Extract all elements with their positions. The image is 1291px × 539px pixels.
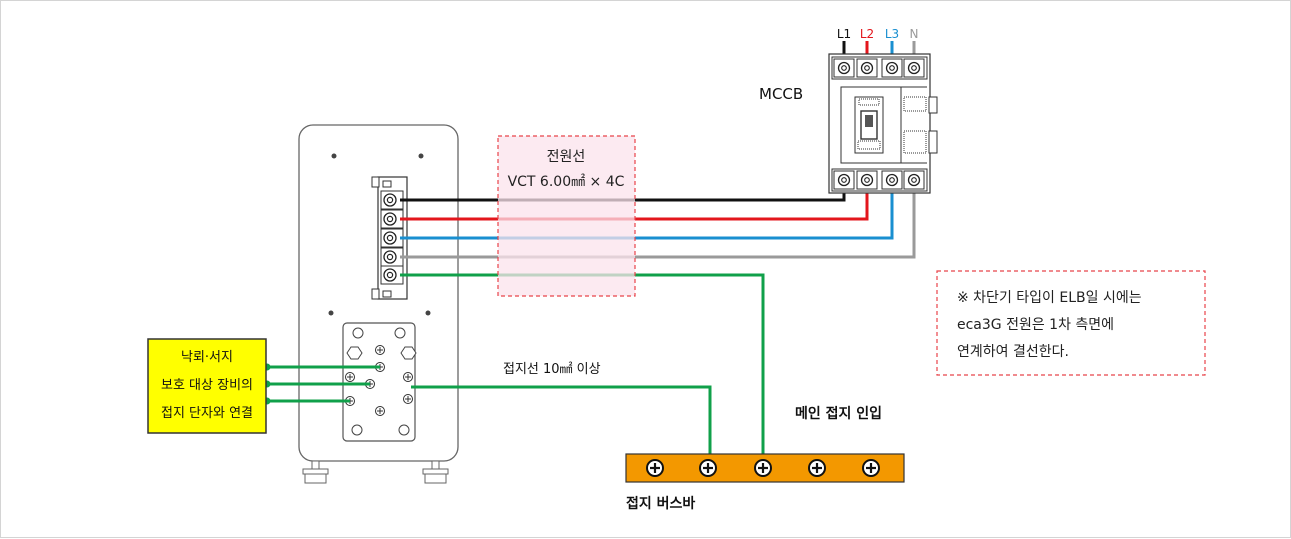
power-cable-box: 전원선 VCT 6.00㎟ × 4C bbox=[497, 135, 636, 297]
screw-icon bbox=[383, 231, 397, 245]
protected-equipment-box: 낙뢰·서지 보호 대상 장비의 접지 단자와 연결 bbox=[147, 338, 267, 434]
bolt-icon bbox=[375, 406, 385, 416]
protected-box-line3: 접지 단자와 연결 bbox=[161, 406, 253, 421]
note-line3: 연계하여 결선한다. bbox=[957, 344, 1069, 360]
screw-icon bbox=[860, 61, 874, 75]
note-line1: ※ 차단기 타입이 ELB일 시에는 bbox=[957, 290, 1142, 306]
bolt-icon bbox=[646, 459, 664, 477]
mccb-breaker bbox=[828, 53, 938, 194]
protected-box-line2: 보호 대상 장비의 bbox=[161, 378, 253, 393]
wire-ground-panel bbox=[411, 385, 712, 463]
mccb-label: MCCB bbox=[759, 85, 803, 103]
main-ground-label: 메인 접지 인입 bbox=[795, 405, 882, 422]
bolt-icon bbox=[808, 459, 826, 477]
screw-icon bbox=[383, 193, 397, 207]
bolt-icon bbox=[403, 394, 413, 404]
screw-icon bbox=[837, 173, 851, 187]
screw-icon bbox=[383, 250, 397, 264]
wire-l3 bbox=[400, 41, 894, 240]
ground-wire-label: 접지선 10㎟ 이상 bbox=[503, 362, 601, 377]
device-foot-right bbox=[422, 460, 449, 484]
screw-icon bbox=[885, 61, 899, 75]
bolt-icon bbox=[345, 372, 355, 382]
terminal-label-l3: L3 bbox=[885, 27, 899, 41]
terminal-label-l2: L2 bbox=[860, 27, 874, 41]
screw-icon bbox=[860, 173, 874, 187]
screw-icon bbox=[907, 61, 921, 75]
bolt-icon bbox=[862, 459, 880, 477]
terminal-label-l1: L1 bbox=[837, 27, 851, 41]
device-foot-left bbox=[302, 460, 329, 484]
elb-note-box: ※ 차단기 타입이 ELB일 시에는 eca3G 전원은 1차 측면에 연계하여… bbox=[936, 270, 1206, 376]
power-cable-spec: VCT 6.00㎟ × 4C bbox=[508, 174, 625, 190]
bolt-icon bbox=[375, 345, 385, 355]
note-line2: eca3G 전원은 1차 측면에 bbox=[957, 317, 1114, 333]
screw-icon bbox=[383, 212, 397, 226]
screw-icon bbox=[383, 268, 397, 282]
terminal-label-n: N bbox=[910, 27, 919, 41]
ground-terminal-panel bbox=[342, 322, 417, 442]
screw-icon bbox=[907, 173, 921, 187]
busbar-label: 접지 버스바 bbox=[626, 495, 695, 512]
bolt-icon bbox=[403, 372, 413, 382]
protected-box-line1: 낙뢰·서지 bbox=[181, 350, 233, 365]
bolt-icon bbox=[754, 459, 772, 477]
bolt-icon bbox=[699, 459, 717, 477]
ground-busbar bbox=[625, 453, 905, 483]
screw-icon bbox=[885, 173, 899, 187]
screw-icon bbox=[837, 61, 851, 75]
power-cable-label: 전원선 bbox=[547, 149, 586, 165]
terminal-screws bbox=[383, 193, 397, 282]
